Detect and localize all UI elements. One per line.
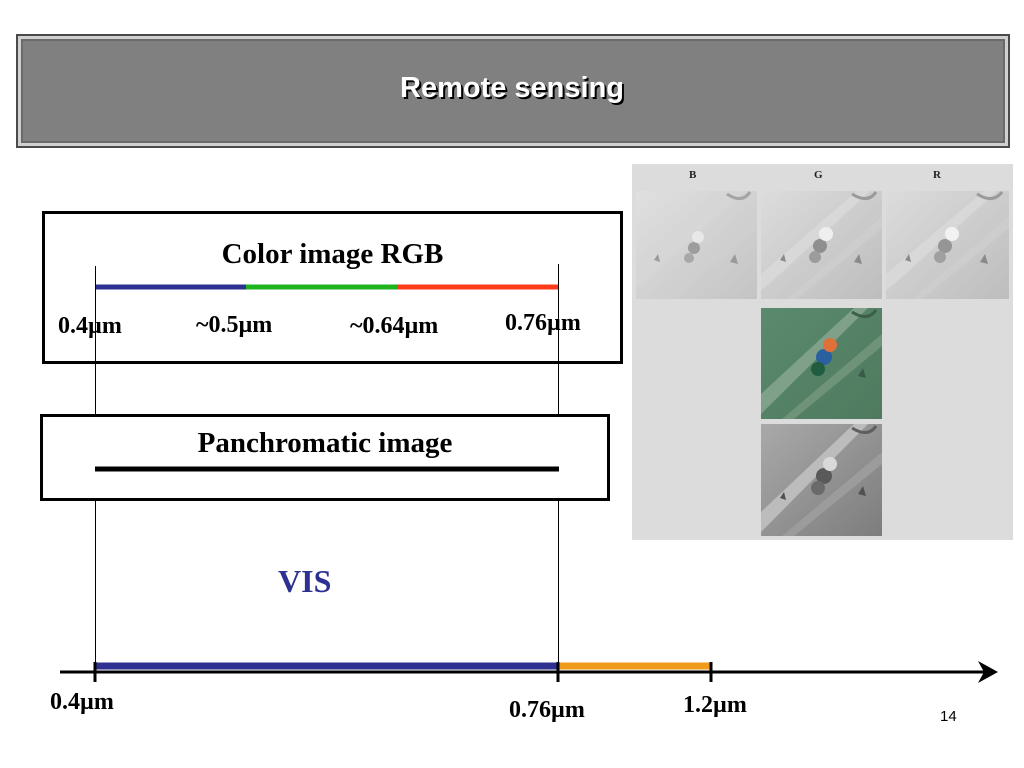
- axis-label-0-4: 0.4µm: [50, 689, 114, 715]
- axis-label-0-76: 0.76µm: [509, 697, 585, 723]
- rgb-box: Color image RGB: [42, 211, 623, 364]
- red-band-image: [886, 191, 1009, 299]
- rgb-box-title: Color image RGB: [221, 238, 444, 270]
- rgb-label-0-76: 0.76µm: [505, 310, 581, 336]
- band-label-r: R: [933, 169, 941, 181]
- blue-band-image: [636, 191, 757, 299]
- page-number: 14: [940, 708, 957, 725]
- band-images-panel: B G R: [632, 164, 1013, 540]
- color-composite-image: [761, 308, 882, 419]
- axis-label-1-2: 1.2µm: [683, 692, 747, 718]
- rgb-label-0-64: ~0.64µm: [350, 313, 439, 339]
- rgb-right-edge-line: [558, 264, 559, 364]
- rgb-left-edge-line: [95, 266, 96, 364]
- green-band-image: [761, 191, 882, 299]
- rgb-label-0-4: 0.4µm: [58, 313, 122, 339]
- title-bar: [16, 34, 1010, 148]
- pan-box: Panchromatic image: [40, 414, 610, 501]
- band-label-g: G: [814, 169, 823, 181]
- axis-arrow-head: [978, 661, 998, 683]
- vis-label: VIS: [278, 563, 332, 599]
- rgb-label-0-5: ~0.5µm: [196, 312, 273, 338]
- panchromatic-image: [761, 424, 882, 536]
- band-images: [636, 191, 1009, 536]
- pan-box-title: Panchromatic image: [197, 427, 453, 459]
- band-label-b: B: [689, 169, 697, 181]
- slide-title: Remote sensing: [400, 72, 624, 104]
